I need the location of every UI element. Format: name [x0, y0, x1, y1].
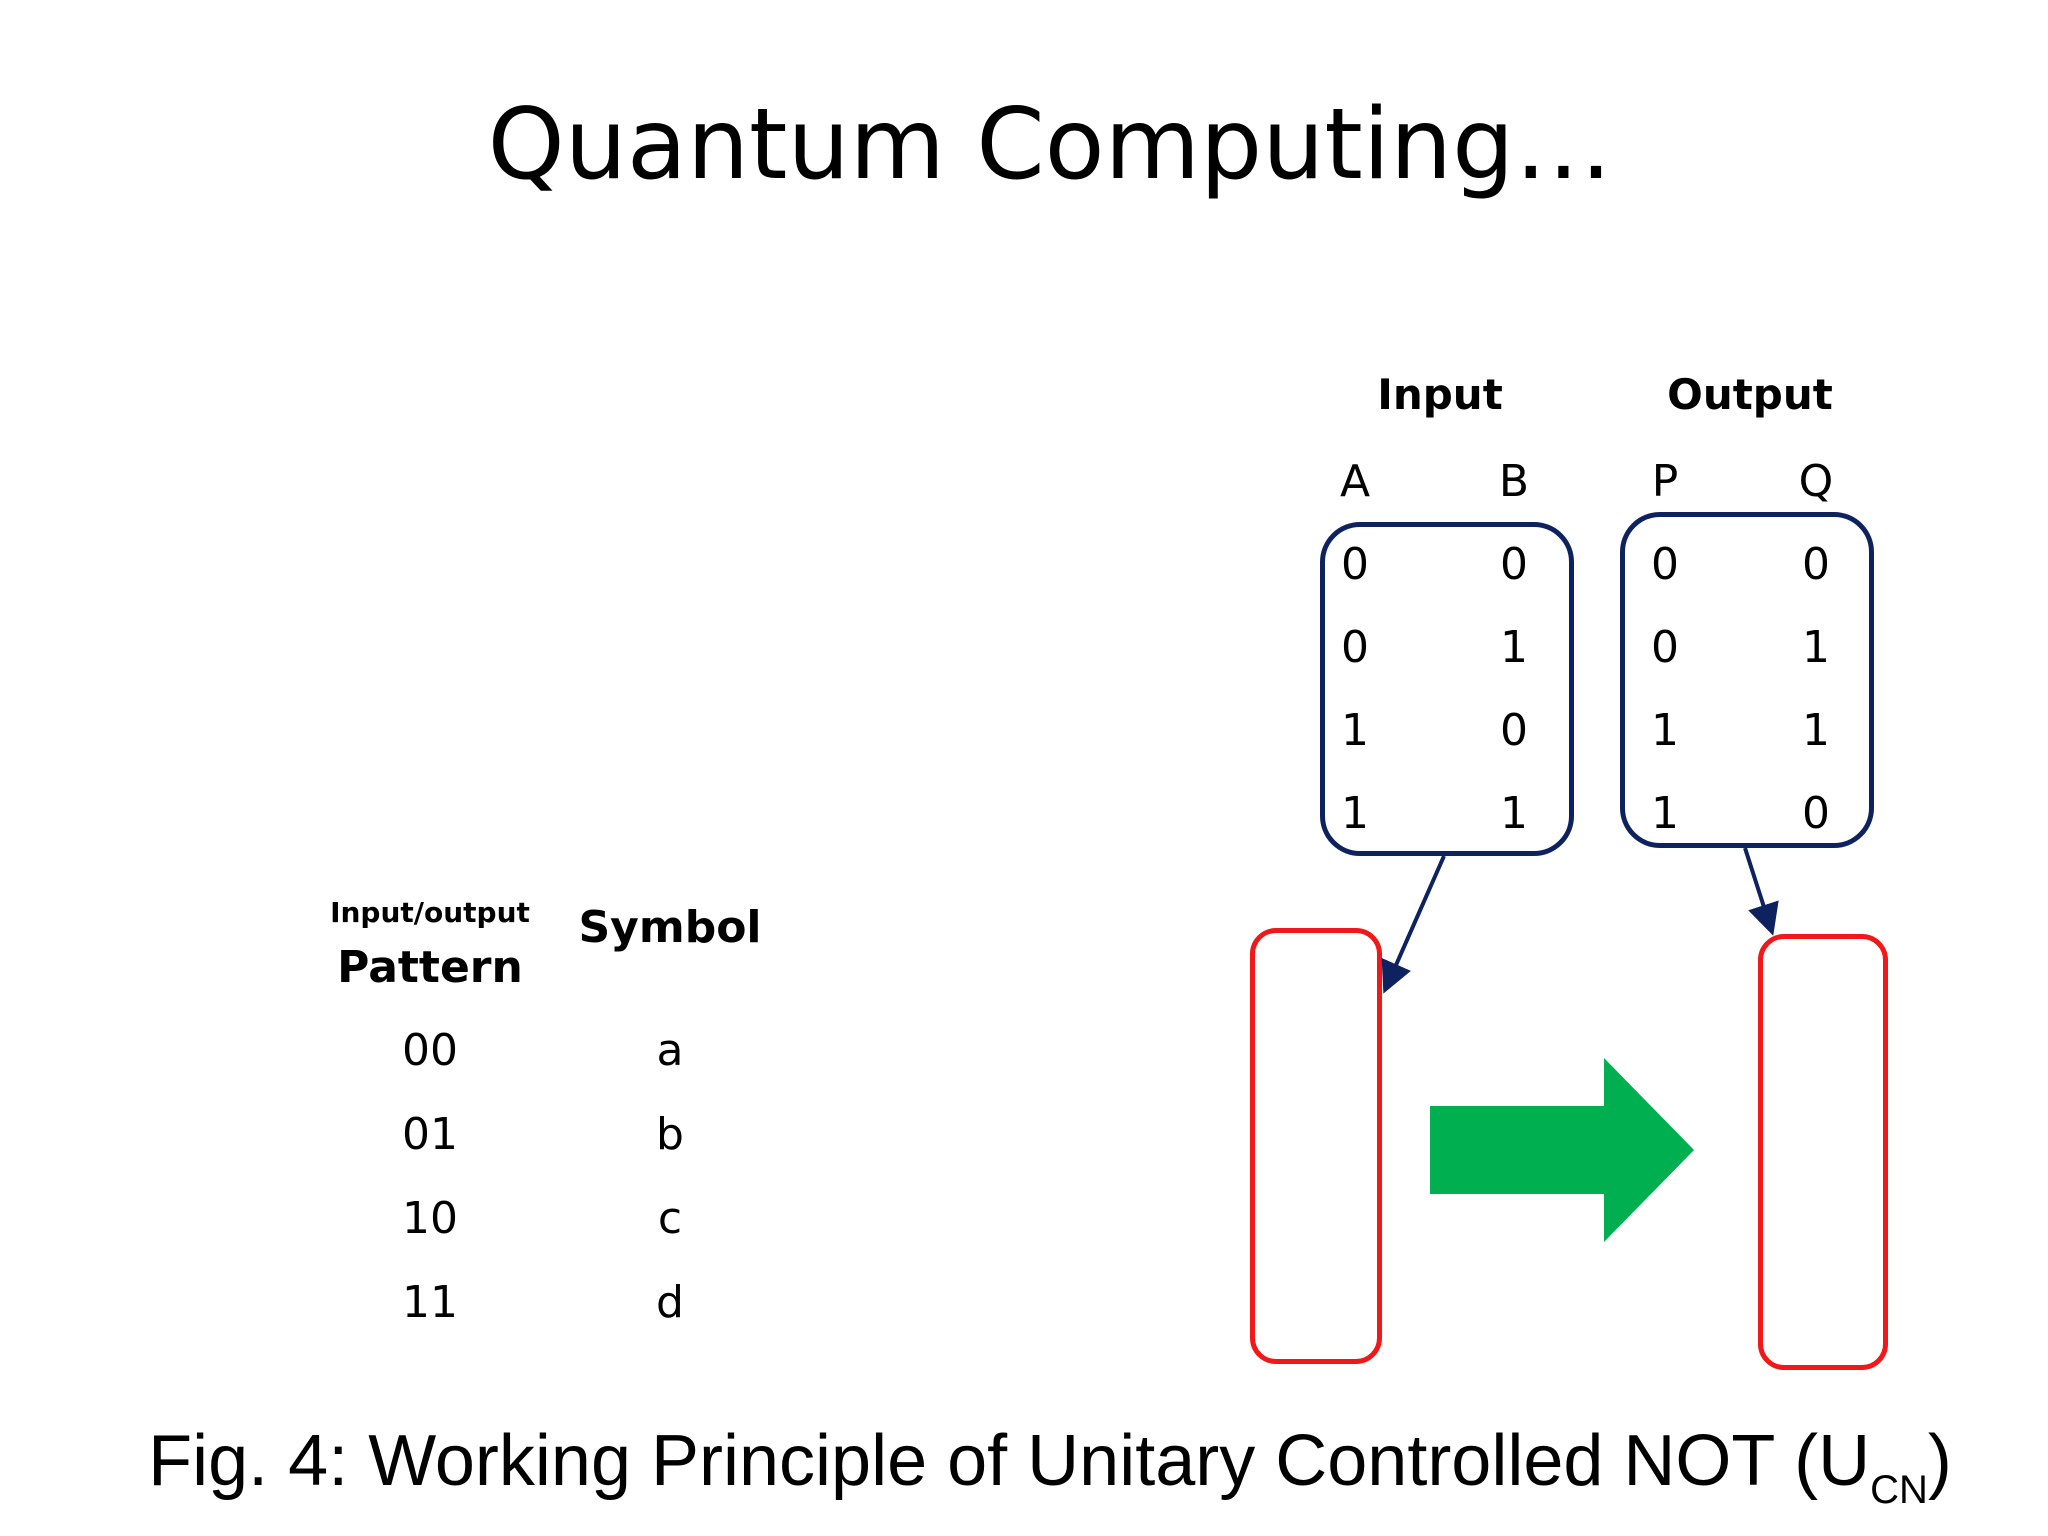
truth-cell: 1	[1651, 705, 1679, 756]
green-transform-arrow	[1430, 1058, 1694, 1242]
column-header-b: B	[1498, 456, 1530, 507]
caption-text: Fig. 4: Working Principle of Unitary Con…	[148, 1421, 1871, 1501]
truth-cell: 1	[1802, 705, 1830, 756]
mapping-pattern-cell: 01	[402, 1109, 458, 1160]
truth-cell: 0	[1341, 622, 1369, 673]
column-header-p: P	[1651, 456, 1679, 507]
truth-cell: 0	[1802, 539, 1830, 590]
truth-cell: 0	[1341, 539, 1369, 590]
output-label: Output	[1667, 370, 1833, 419]
mapping-symbol-cell: c	[657, 1193, 683, 1244]
caption-subscript: CN	[1870, 1468, 1928, 1512]
caption-suffix: )	[1927, 1421, 1952, 1501]
output-register-box	[1758, 934, 1888, 1370]
mapping-symbol-cell: a	[656, 1025, 684, 1076]
input-connector-arrow	[1381, 855, 1446, 994]
output-connector-arrow	[1743, 847, 1779, 936]
input-values-box	[1320, 522, 1574, 856]
truth-cell: 1	[1500, 788, 1528, 839]
truth-cell: 1	[1341, 788, 1369, 839]
truth-cell: 0	[1651, 622, 1679, 673]
input-register-box	[1250, 928, 1382, 1364]
truth-cell: 0	[1651, 539, 1679, 590]
mapping-symbol-cell: d	[656, 1277, 684, 1328]
truth-cell: 1	[1802, 622, 1830, 673]
output-values-box	[1620, 512, 1874, 848]
mapping-header-small: Input/output	[330, 896, 530, 929]
column-header-q: Q	[1798, 456, 1834, 507]
truth-cell: 0	[1500, 539, 1528, 590]
mapping-pattern-cell: 10	[402, 1193, 458, 1244]
mapping-symbol-cell: b	[656, 1109, 684, 1160]
mapping-pattern-cell: 00	[402, 1025, 458, 1076]
truth-cell: 0	[1500, 705, 1528, 756]
mapping-pattern-cell: 11	[402, 1277, 458, 1328]
slide-title: Quantum Computing…	[487, 88, 1613, 202]
truth-cell: 0	[1802, 788, 1830, 839]
truth-cell: 1	[1500, 622, 1528, 673]
figure-caption: Fig. 4: Working Principle of Unitary Con…	[0, 1418, 2048, 1533]
truth-cell: 1	[1341, 705, 1369, 756]
column-header-a: A	[1339, 456, 1371, 507]
mapping-header-pattern: Pattern	[337, 942, 523, 993]
input-label: Input	[1377, 370, 1503, 419]
mapping-header-symbol: Symbol	[578, 902, 762, 953]
truth-cell: 1	[1651, 788, 1679, 839]
